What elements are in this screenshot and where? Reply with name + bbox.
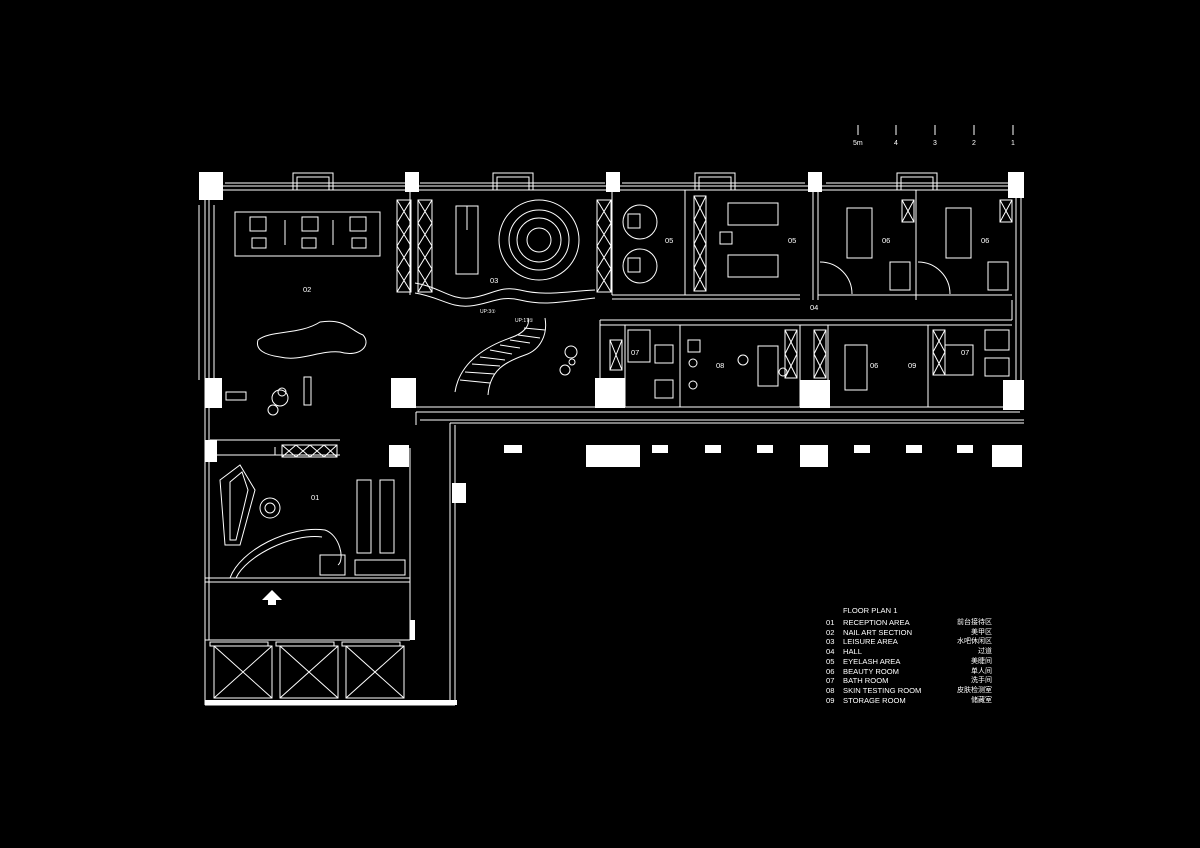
scale-label-5m: 5m	[853, 140, 863, 147]
window-frames	[198, 172, 1008, 380]
legend-en: BATH ROOM	[843, 676, 889, 686]
stair-label-up3: UP:3①	[480, 309, 496, 315]
shelving-units	[281, 195, 1013, 458]
legend-num: 08	[826, 686, 835, 695]
scale-label-2: 2	[972, 140, 976, 147]
legend-zh: 过道	[978, 647, 992, 655]
legend-row: 09 STORAGE ROOM 储藏室	[826, 696, 992, 706]
legend-num: 06	[826, 666, 835, 676]
eyelash-area-furniture	[622, 202, 779, 284]
room-label-05a: 05	[665, 236, 673, 245]
room-label-05b: 05	[788, 236, 796, 245]
legend-zh: 前台接待区	[957, 617, 992, 626]
legend-row: 06 BEAUTY ROOM 单人间	[826, 667, 992, 677]
scale-label-4: 4	[894, 140, 898, 147]
room-label-07a: 07	[631, 348, 639, 357]
legend-num: 07	[826, 676, 835, 686]
legend-en: NAIL ART SECTION	[843, 627, 913, 637]
scale-label-3: 3	[933, 140, 937, 147]
legend-num: 01	[826, 617, 835, 627]
scale-label-1: 1	[1011, 140, 1015, 147]
legend-num: 04	[826, 647, 835, 656]
room-label-06c: 06	[870, 361, 878, 370]
legend-num: 03	[826, 637, 835, 647]
bathroom-fixtures	[627, 329, 1010, 399]
legend-num: 05	[826, 656, 835, 666]
legend-zh: 单人间	[971, 666, 992, 675]
legend-row: 04 HALL 过道	[826, 647, 992, 657]
legend-num: 02	[826, 627, 835, 637]
legend-en: LEISURE AREA	[843, 637, 898, 647]
room-labels: 02 03 05 05 06 06 04 07 08 06 09 07 01 U…	[303, 236, 989, 502]
legend-num: 09	[826, 695, 835, 705]
partition-walls	[210, 190, 1013, 456]
room-label-07b: 07	[961, 348, 969, 357]
legend-row: 08 SKIN TESTING ROOM 皮肤检测室	[826, 686, 992, 696]
skin-testing-desk	[737, 345, 788, 387]
scale-bar-ticks	[857, 125, 1014, 135]
room-label-08: 08	[716, 361, 724, 370]
lounge-furniture	[225, 320, 578, 416]
room-label-01: 01	[311, 493, 319, 502]
room-label-06b: 06	[981, 236, 989, 245]
legend-row: 07 BATH ROOM 洗手间	[826, 676, 992, 686]
reception-furniture	[219, 464, 406, 579]
nail-art-table	[234, 211, 381, 257]
legend: FLOOR PLAN 1 01 RECEPTION AREA 前台接待区 02 NAI…	[826, 606, 992, 706]
legend-en: SKIN TESTING ROOM	[843, 686, 922, 695]
legend-zh: 洗手间	[971, 676, 992, 685]
legend-row: 05 EYELASH AREA 美睫间	[826, 657, 992, 667]
legend-zh: 储藏室	[971, 695, 992, 704]
elevator-shafts	[209, 641, 405, 699]
legend-row: 03 LEISURE AREA 水吧休闲区	[826, 637, 992, 647]
room-label-09: 09	[908, 361, 916, 370]
legend-en: HALL	[843, 647, 862, 656]
legend-zh: 皮肤检测室	[957, 686, 992, 694]
entrance-arrow-icon	[262, 590, 282, 605]
legend-en: STORAGE ROOM	[843, 695, 906, 705]
legend-row: 02 NAIL ART SECTION 美甲区	[826, 628, 992, 638]
room-label-04: 04	[810, 303, 818, 312]
stair-label-up17: UP:17①	[515, 318, 534, 324]
spiral-stair	[454, 317, 547, 396]
leisure-bar	[414, 199, 596, 307]
legend-title: FLOOR PLAN 1	[843, 606, 898, 615]
legend-zh: 水吧休闲区	[957, 637, 992, 646]
legend-zh: 美睫间	[971, 656, 992, 665]
room-label-06a: 06	[882, 236, 890, 245]
legend-en: EYELASH AREA	[843, 656, 901, 666]
legend-row: 01 RECEPTION AREA 前台接待区	[826, 618, 992, 628]
room-label-03: 03	[490, 276, 498, 285]
legend-en: RECEPTION AREA	[843, 617, 910, 627]
legend-zh: 美甲区	[971, 627, 992, 636]
room-label-02: 02	[303, 285, 311, 294]
columns	[199, 172, 1024, 705]
legend-en: BEAUTY ROOM	[843, 666, 899, 676]
beauty-room-beds	[819, 207, 1009, 391]
